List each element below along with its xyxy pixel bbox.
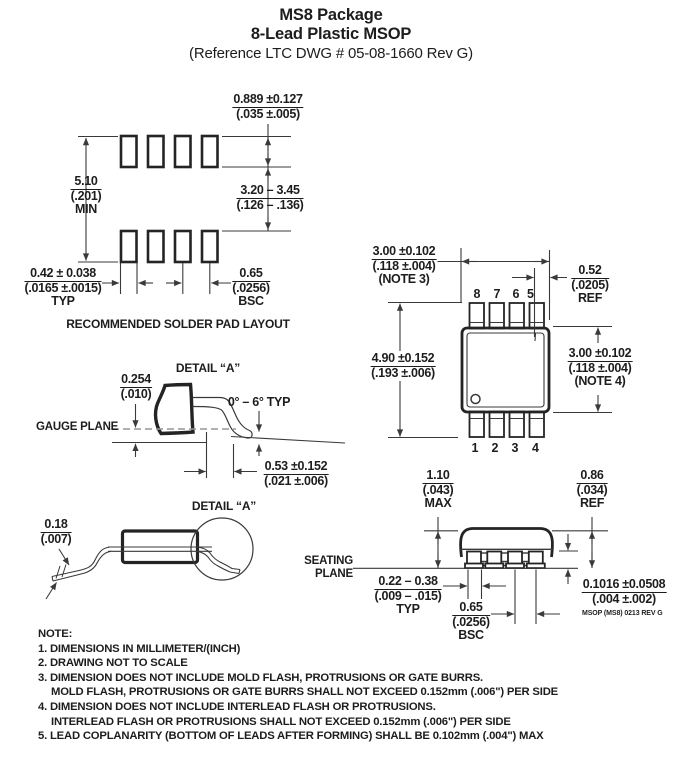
gauge-plane-label: GAUGE PLANE	[36, 421, 119, 433]
dim-foot-length: 0.53 ±0.152 (.021 ±.006)	[263, 459, 329, 488]
side-lead-left	[51, 546, 111, 578]
dim-pad-pitch: 0.65 (.0256) BSC	[232, 266, 270, 308]
note-line: INTERLEAD FLASH OR PROTRUSIONS SHALL NOT…	[51, 715, 511, 728]
dim-lead-tip-ref: 0.52 (.0205) REF	[571, 263, 609, 305]
dim-lead-width: 0.22 – 0.38 (.009 – .015) TYP	[374, 574, 442, 616]
note-line: NOTE:	[38, 628, 73, 640]
note-line: 5. LEAD COPLANARITY (BOTTOM OF LEADS AFT…	[38, 730, 544, 743]
pin-label-2: 2	[491, 441, 499, 455]
drawing-reference: (Reference LTC DWG # 05-08-1660 Rev G)	[189, 45, 473, 62]
dim-lead-angle: 0° – 6° TYP	[227, 395, 291, 409]
notes-block: NOTE: 1. DIMENSIONS IN MILLIMETER/(INCH)…	[38, 627, 558, 744]
detail-a-body	[153, 382, 195, 436]
note-line: MOLD FLASH, PROTRUSIONS OR GATE BURRS SH…	[51, 686, 558, 699]
note-line: 4. DIMENSION DOES NOT INCLUDE INTERLEAD …	[38, 700, 436, 713]
note-line: 2. DRAWING NOT TO SCALE	[38, 657, 188, 670]
page-subtitle: 8-Lead Plastic MSOP	[250, 25, 412, 43]
side-view-detail-label: DETAIL “A”	[191, 499, 257, 513]
title-block: MS8 Package 8-Lead Plastic MSOP (Referen…	[0, 6, 662, 63]
pin-label-6: 6	[512, 287, 520, 301]
end-view-body	[459, 527, 554, 558]
dim-lead-thickness: 0.18 (.007)	[40, 517, 72, 546]
dim-overall-length: 4.90 ±0.152 (.193 ±.006)	[370, 351, 436, 380]
page-title: MS8 Package	[279, 6, 383, 24]
pin-label-1: 1	[471, 441, 479, 455]
dim-pad-height: 0.889 ±0.127 (.035 ±.005)	[232, 92, 304, 121]
dim-row-gap: 3.20 – 3.45 (.126 – .136)	[236, 183, 304, 212]
top-view-body	[460, 326, 551, 414]
dim-row-span: 5.10 (.201) MIN	[70, 174, 102, 216]
dim-body-width: 3.00 ±0.102 (.118 ±.004) (NOTE 3)	[371, 244, 437, 286]
dim-lead-pitch: 0.65 (.0256) BSC	[452, 600, 490, 642]
top-view-pins	[468, 302, 545, 438]
dim-body-ref: 0.86 (.034) REF	[576, 468, 608, 510]
dim-gauge-offset: 0.254 (.010)	[120, 372, 152, 401]
side-lead-right	[196, 546, 241, 571]
end-view-front-leads	[464, 550, 546, 569]
pin-label-4: 4	[532, 441, 539, 455]
note-line: 1. DIMENSIONS IN MILLIMETER/(INCH)	[38, 642, 241, 655]
dim-pad-width: 0.42 ± 0.038 (.0165 ±.0015) TYP	[24, 266, 102, 308]
revision-code: MSOP (MS8) 0213 REV G	[582, 610, 663, 617]
dim-body-height: 3.00 ±0.102 (.118 ±.004) (NOTE 4)	[567, 346, 633, 388]
pin-label-5: 5	[527, 287, 534, 301]
note-line: 3. DIMENSION DOES NOT INCLUDE MOLD FLASH…	[38, 671, 483, 684]
pin1-indicator	[470, 393, 481, 405]
detail-a-title: DETAIL “A”	[175, 361, 241, 375]
pin-label-7: 7	[493, 287, 501, 301]
pad-layout-caption: RECOMMENDED SOLDER PAD LAYOUT	[66, 317, 290, 331]
dim-standoff: 0.1016 ±0.0508 (.004 ±.002)	[581, 577, 667, 606]
seating-plane-label: SEATING PLANE	[304, 555, 353, 580]
solder-pads	[119, 134, 219, 264]
pin-label-8: 8	[473, 287, 481, 301]
pin-label-3: 3	[511, 441, 519, 455]
dim-max-height: 1.10 (.043) MAX	[422, 468, 454, 510]
detail-a-circle	[190, 517, 254, 581]
